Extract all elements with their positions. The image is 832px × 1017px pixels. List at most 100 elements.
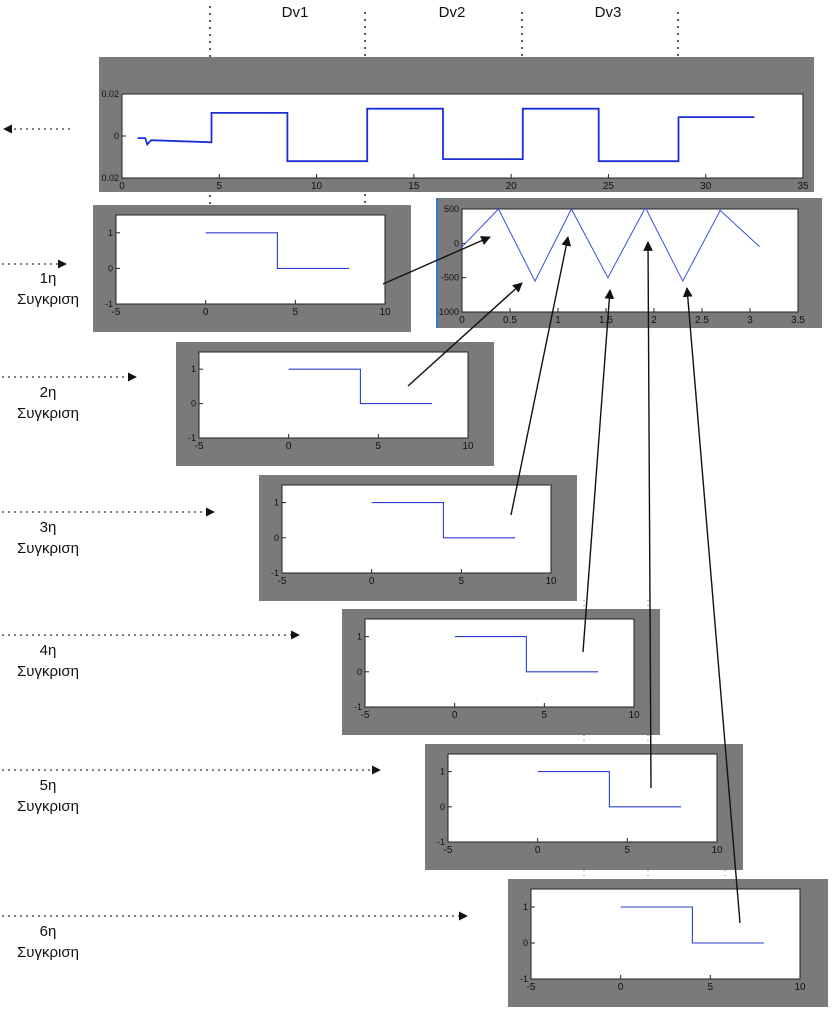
y-tick-label: 1: [357, 632, 362, 642]
x-tick-label: 0: [369, 576, 375, 587]
comparison-label-2: 2η Συγκριση: [0, 382, 108, 424]
comparison-ordinal: 5η: [39, 777, 57, 794]
comparison-word: Συγκριση: [17, 540, 79, 557]
y-tick-label: 0: [440, 802, 445, 812]
y-tick-label: 0: [357, 667, 362, 677]
y-tick-label: 0: [454, 238, 459, 248]
series-line: [620, 906, 765, 944]
y-tick-label: -1: [271, 568, 279, 578]
y-tick-label: -1: [437, 837, 445, 847]
x-tick-label: 0: [535, 845, 541, 856]
y-tick-label: -1000: [436, 307, 459, 317]
x-tick-label: 20: [506, 181, 518, 192]
alignment-arrow-4: [582, 289, 615, 653]
comparison-label-3: 3η Συγκριση: [0, 517, 108, 559]
axes-area: [447, 753, 718, 843]
x-tick-label: 3: [747, 315, 753, 326]
x-tick-label: 10: [628, 710, 640, 721]
comparison-label-1: 1η Συγκριση: [0, 268, 108, 310]
alignment-arrow-2: [407, 282, 523, 387]
x-tick-label: 10: [545, 576, 557, 587]
x-tick-label: 10: [379, 307, 391, 318]
x-tick-label: 10: [462, 441, 474, 452]
comparison-label-5: 5η Συγκριση: [0, 775, 108, 817]
comparison-label-4: 4η Συγκριση: [0, 640, 108, 682]
comparison-label-6: 6η Συγκριση: [0, 921, 108, 963]
comparison-ordinal: 2η: [39, 384, 57, 401]
y-tick-label: -1: [105, 299, 113, 309]
x-tick-label: 1.5: [599, 315, 613, 326]
series-line: [454, 636, 599, 673]
triangle-panel: 0 0.5 1 1.5 2 2.5 3 3.5 500 0 -500 -1000: [436, 198, 822, 328]
y-tick-label: 0: [114, 131, 119, 141]
series-line: [371, 502, 516, 539]
x-tick-label: 0: [459, 315, 465, 326]
x-tick-label: 2.5: [695, 315, 709, 326]
y-tick-label: 500: [444, 204, 459, 214]
x-tick-label: 0.5: [503, 315, 517, 326]
axes-area: [115, 214, 386, 305]
x-tick-label: -5: [112, 307, 121, 318]
axes-area: [121, 93, 804, 179]
comparison-word: Συγκριση: [17, 798, 79, 815]
comparison-ordinal: 3η: [39, 519, 57, 536]
column-label: Dv3: [595, 4, 622, 21]
x-tick-label: 0: [618, 982, 624, 993]
alignment-arrow-1: [382, 236, 491, 285]
y-tick-label: 0.02: [101, 173, 119, 183]
x-tick-label: 5: [459, 576, 465, 587]
y-tick-label: 1: [440, 767, 445, 777]
comparison-ordinal: 4η: [39, 642, 57, 659]
column-label: Dv2: [439, 4, 466, 21]
alignment-arrow-3: [510, 236, 572, 516]
x-tick-label: 10: [311, 181, 323, 192]
axes-area: [364, 618, 635, 708]
series-line: [461, 206, 760, 283]
x-tick-label: -5: [278, 576, 287, 587]
axes-area: [530, 888, 801, 980]
x-tick-label: 3.5: [791, 315, 805, 326]
comparison-ordinal: 6η: [39, 923, 57, 940]
y-tick-label: 1: [108, 228, 113, 238]
x-tick-label: 5: [625, 845, 631, 856]
x-tick-label: 0: [286, 441, 292, 452]
x-tick-label: 5: [217, 181, 223, 192]
x-tick-label: 10: [794, 982, 806, 993]
y-tick-label: -500: [441, 273, 459, 283]
column-label: Dv1: [282, 4, 309, 21]
comparison-word: Συγκριση: [17, 291, 79, 308]
x-tick-label: 5: [542, 710, 548, 721]
x-tick-label: 5: [293, 307, 299, 318]
y-tick-label: -1: [354, 702, 362, 712]
y-tick-label: 1: [191, 364, 196, 374]
comparison-word: Συγκριση: [17, 663, 79, 680]
x-tick-label: 25: [603, 181, 615, 192]
y-tick-label: -1: [188, 433, 196, 443]
y-tick-label: 0: [274, 533, 279, 543]
x-tick-label: 35: [797, 181, 809, 192]
x-tick-label: -5: [195, 441, 204, 452]
series-line: [537, 771, 682, 808]
x-tick-label: -5: [444, 845, 453, 856]
x-tick-label: -5: [361, 710, 370, 721]
x-tick-label: 1: [555, 315, 561, 326]
x-tick-label: 2: [651, 315, 657, 326]
axes-area: [198, 351, 469, 439]
comparison-word: Συγκριση: [17, 944, 79, 961]
y-tick-label: 1: [274, 498, 279, 508]
series-line: [137, 107, 755, 163]
series-line: [288, 368, 433, 405]
x-tick-label: 10: [711, 845, 723, 856]
x-tick-label: 0: [452, 710, 458, 721]
comparison-word: Συγκριση: [17, 405, 79, 422]
x-tick-label: 15: [408, 181, 420, 192]
x-tick-label: 0: [119, 181, 125, 192]
